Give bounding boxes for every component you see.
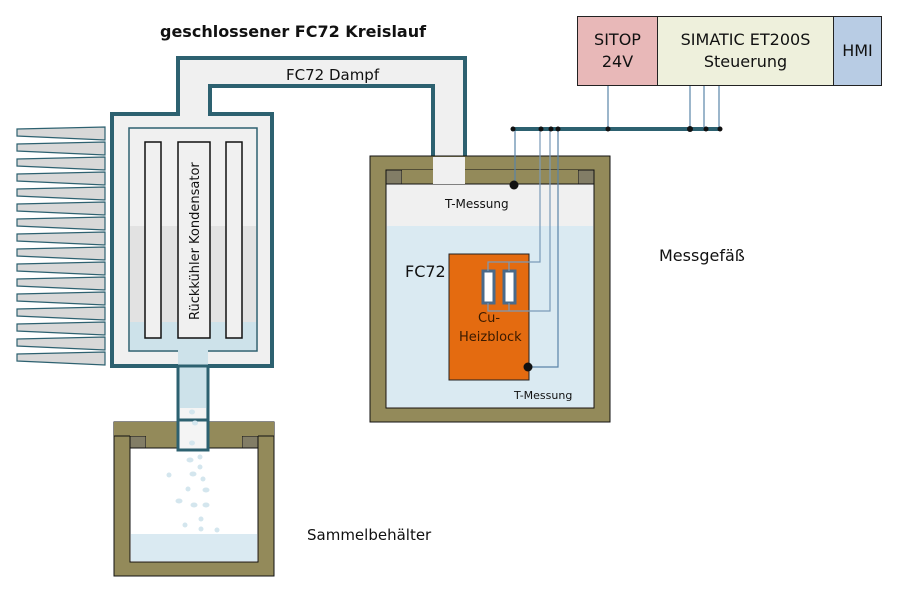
condenser-label: Rückkühler Kondensator: [188, 162, 203, 320]
fluid-label: FC72: [405, 262, 446, 281]
collector-label: Sammelbehälter: [307, 526, 432, 544]
droplets: [166, 409, 220, 533]
condenser: [110, 110, 274, 368]
cooling-fins: [16, 126, 106, 366]
hmi-label: HMI: [842, 41, 873, 60]
psu-label-line1: SITOP: [594, 30, 641, 49]
heater-label-line2: Heizblock: [459, 330, 522, 345]
temp-top-label: T-Messung: [444, 197, 509, 211]
signal-bus: [510, 86, 723, 132]
psu-label-line2: 24V: [601, 52, 634, 71]
psu-box: SITOP 24V: [577, 16, 658, 86]
plc-label-line2: Steuerung: [703, 52, 788, 71]
temp-bottom-label: T-Messung: [513, 389, 572, 402]
vessel-label: Messgefäß: [659, 246, 745, 265]
heater-label-line1: Cu-: [478, 311, 500, 326]
heater-block: [448, 130, 559, 381]
vapor-pipe-label: FC72 Dampf: [286, 66, 380, 84]
plc-box: SIMATIC ET200S Steuerung: [657, 16, 834, 86]
temp-sensor-top: [509, 130, 519, 190]
hmi-box: HMI: [833, 16, 882, 86]
collector-vessel: [113, 418, 275, 577]
plc-label-line1: SIMATIC ET200S: [680, 30, 811, 49]
diagram-title: geschlossener FC72 Kreislauf: [160, 22, 427, 41]
